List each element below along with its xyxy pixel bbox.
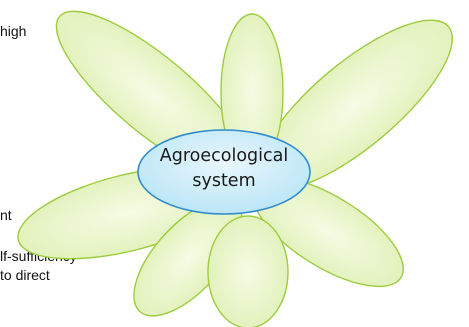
- text-fragment-to-direct: to direct: [0, 267, 50, 283]
- petal-bottom: [207, 215, 289, 327]
- center-label-line1: Agroecological: [159, 146, 289, 166]
- center-label-line2: system: [192, 171, 256, 191]
- text-fragment-nt: nt: [0, 207, 12, 223]
- center-label: Agroecological system: [148, 144, 300, 194]
- text-fragment-high: high: [0, 23, 27, 39]
- center-oval: [137, 129, 311, 215]
